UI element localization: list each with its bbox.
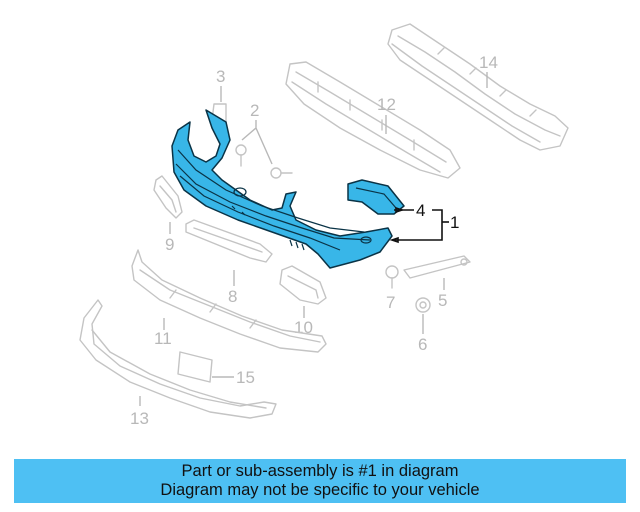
part-13-spoiler: [79, 299, 277, 419]
callout-8: 8: [228, 287, 237, 306]
part-9-side-grille: [153, 175, 183, 219]
callout-13: 13: [130, 409, 149, 428]
callout-3: 3: [216, 67, 225, 86]
callout-14: 14: [479, 53, 498, 72]
callout-1: 1: [450, 213, 459, 232]
callout-4: 4: [416, 201, 425, 220]
part-5-bracket: [403, 255, 471, 279]
callout-9: 9: [165, 235, 174, 254]
callout-2: 2: [250, 101, 259, 120]
part-11-deflector: [131, 249, 327, 353]
callout-15: 15: [236, 368, 255, 387]
callout-5: 5: [438, 291, 447, 310]
banner-line-2: Diagram may not be specific to your vehi…: [160, 481, 480, 499]
part-4-side-bracket: [347, 179, 405, 215]
info-banner: Part or sub-assembly is #1 in diagram Di…: [14, 459, 626, 503]
callout-12: 12: [377, 95, 396, 114]
callout-11: 11: [154, 329, 172, 348]
part-8-center-grille: [185, 219, 273, 263]
banner-line-1: Part or sub-assembly is #1 in diagram: [181, 462, 459, 480]
part-6-nut: [415, 297, 431, 313]
part-10-fog-grille: [279, 265, 327, 305]
callout-7: 7: [386, 293, 395, 312]
part-2-screws: [235, 144, 293, 179]
part-7-bolt: [385, 265, 399, 289]
callout-6: 6: [418, 335, 427, 354]
part-15-license-bracket: [177, 351, 213, 383]
part-1-bumper-cover: [171, 109, 393, 269]
part-14-reinforcement: [387, 23, 569, 151]
part-12-absorber: [285, 61, 461, 179]
